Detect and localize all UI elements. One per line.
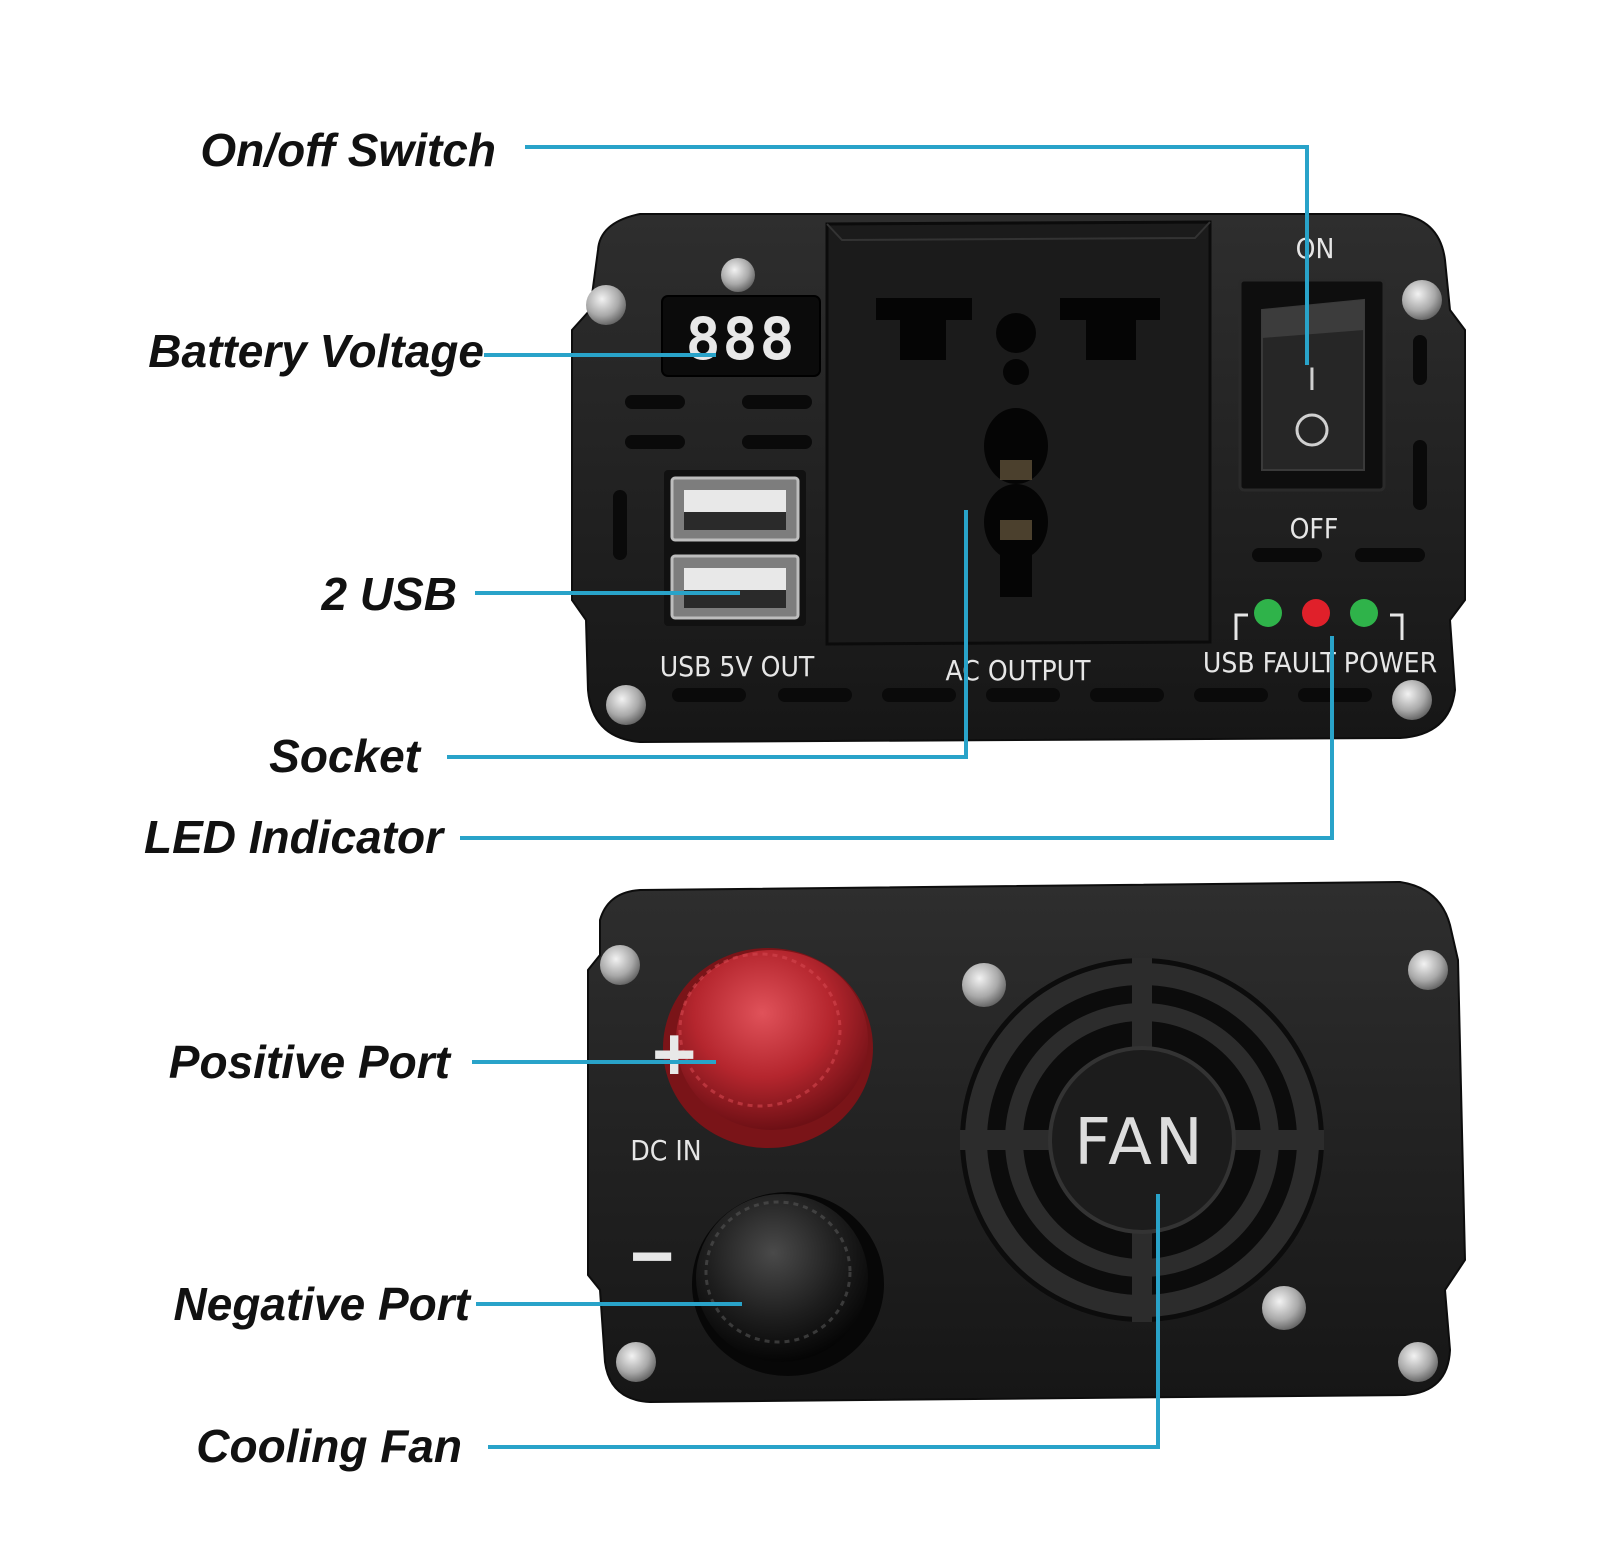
negative-symbol: −	[630, 1214, 674, 1299]
led-power-icon	[1350, 599, 1378, 627]
fan-label: FAN	[1074, 1106, 1206, 1180]
dc-in-label: DC IN	[630, 1134, 701, 1167]
screw-icon	[962, 963, 1006, 1007]
ac-output-label: AC OUTPUT	[946, 654, 1092, 687]
led-bracket-right	[1390, 613, 1404, 640]
usb-ports	[664, 470, 806, 626]
voltage-readout: 888	[686, 305, 797, 373]
led-usb-icon	[1254, 599, 1282, 627]
led-bracket-left	[1234, 613, 1248, 640]
caption-negative-port: Negative Port	[173, 1278, 471, 1330]
positive-terminal[interactable]	[663, 948, 873, 1148]
caption-positive-port: Positive Port	[169, 1036, 452, 1088]
cooling-fan	[960, 958, 1324, 1322]
caption-on-off-switch: On/off Switch	[200, 124, 496, 176]
front-screws	[586, 258, 1442, 725]
callout-lines	[447, 145, 1334, 1449]
positive-symbol: +	[652, 1012, 696, 1097]
switch-on-label: ON	[1296, 232, 1335, 265]
screw-icon	[721, 258, 755, 292]
caption-cooling-fan: Cooling Fan	[196, 1420, 462, 1472]
ac-socket[interactable]	[825, 220, 1212, 646]
captions: On/off Switch Battery Voltage 2 USB Sock…	[144, 124, 496, 1472]
power-switch[interactable]	[1238, 278, 1386, 492]
rear-panel: + DC IN − FAN	[587, 880, 1467, 1404]
screw-icon	[606, 685, 646, 725]
caption-battery-voltage: Battery Voltage	[148, 325, 484, 377]
screw-icon	[1402, 280, 1442, 320]
screw-icon	[1392, 680, 1432, 720]
caption-usb: 2 USB	[321, 568, 457, 620]
callout-line-switch	[525, 145, 1309, 365]
screw-icon	[1262, 1286, 1306, 1330]
led-labels: USB FAULT POWER	[1203, 646, 1437, 679]
caption-socket: Socket	[269, 730, 422, 782]
rear-screws	[600, 945, 1448, 1382]
callout-line-fan	[488, 1194, 1160, 1449]
usb-output-label: USB 5V OUT	[660, 650, 815, 683]
front-vents	[613, 335, 1427, 702]
switch-off-label: OFF	[1290, 512, 1339, 545]
screw-icon	[616, 1342, 656, 1382]
screw-icon	[1398, 1342, 1438, 1382]
screw-icon	[586, 285, 626, 325]
caption-led-indicator: LED Indicator	[144, 811, 445, 863]
negative-terminal[interactable]	[692, 1192, 884, 1376]
callout-line-socket	[447, 510, 968, 759]
screw-icon	[600, 945, 640, 985]
screw-icon	[1408, 950, 1448, 990]
led-fault-icon	[1302, 599, 1330, 627]
switch-on-symbol: I	[1308, 361, 1317, 397]
callout-line-led	[460, 636, 1334, 840]
switch-off-symbol-icon	[1295, 413, 1329, 447]
